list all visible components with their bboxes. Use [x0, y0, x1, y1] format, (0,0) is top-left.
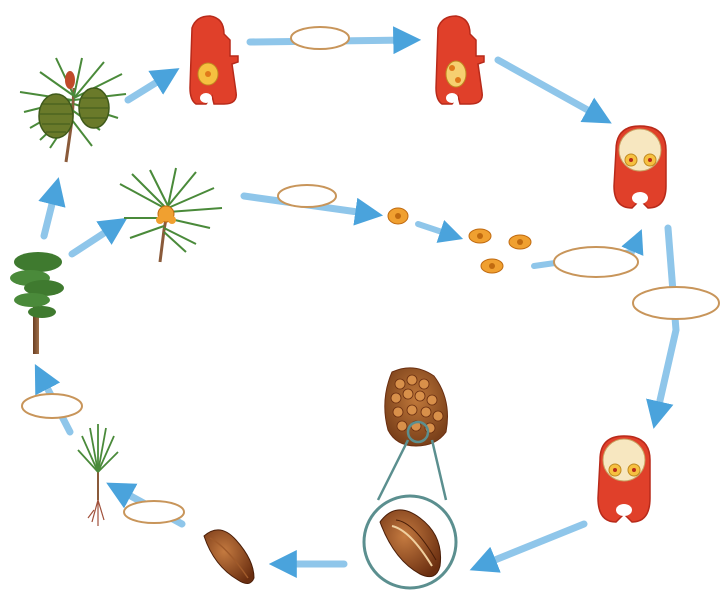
arrow-pollen-to-pollen	[418, 224, 454, 236]
seed-cone-icon	[385, 368, 448, 446]
blank-right[interactable]	[633, 287, 719, 319]
mature-branch-with-female-cones-icon	[20, 58, 126, 162]
blank-top[interactable]	[291, 27, 349, 49]
arrow-top-right-diagonal	[498, 60, 602, 118]
ovule-with-megaspore-icon	[190, 16, 238, 104]
cycle-arrows	[40, 40, 676, 566]
pollen-grain-icon	[388, 208, 408, 224]
germinating-pollen-icon	[469, 229, 531, 273]
blank-middle[interactable]	[278, 185, 336, 207]
ovule-with-archegonia-icon	[436, 16, 484, 104]
blank-left[interactable]	[22, 394, 82, 418]
blank-bottom-left[interactable]	[124, 501, 184, 523]
arrow-branch-to-ovule	[128, 74, 170, 100]
winged-seed-icon	[204, 530, 254, 584]
fertilization-ovule-icon	[614, 126, 666, 208]
arrow-tree-to-male-branch	[72, 224, 118, 254]
arrow-right-vertical	[656, 228, 676, 418]
blank-right-lower[interactable]	[554, 247, 638, 277]
branch-with-male-cone-icon	[120, 168, 222, 262]
arrow-bottom-right-diagonal	[480, 524, 584, 566]
magnified-seed-icon	[364, 422, 456, 588]
mature-pine-tree-icon	[10, 252, 64, 354]
arrow-tree-to-branch	[44, 188, 56, 236]
embryo-in-ovule-icon	[598, 436, 650, 522]
seedling-icon	[78, 424, 118, 526]
